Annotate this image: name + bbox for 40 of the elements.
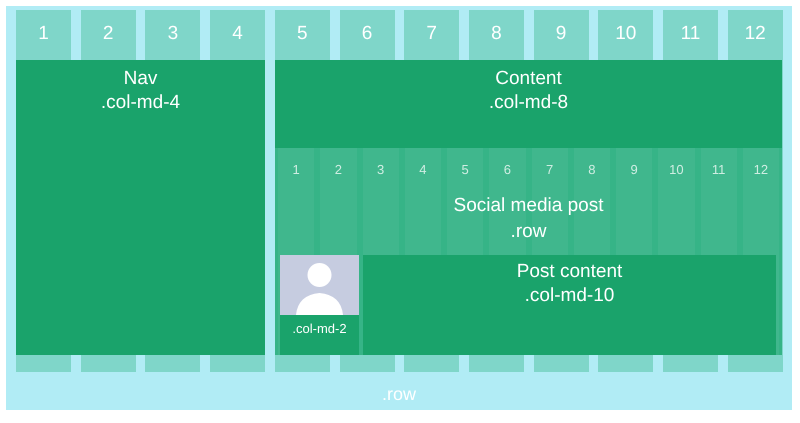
column-block xyxy=(275,60,782,355)
column-number: 4 xyxy=(419,162,426,177)
column-number: 12 xyxy=(744,23,766,45)
column-number: 6 xyxy=(504,162,511,177)
column-number: 11 xyxy=(712,162,726,177)
column-number: 8 xyxy=(588,162,596,177)
column-number: 10 xyxy=(669,162,684,177)
column-number: 7 xyxy=(546,162,554,177)
column-block xyxy=(16,60,265,355)
column-number: 12 xyxy=(754,162,768,177)
block-title: Social media post xyxy=(454,195,604,217)
class-name: .col-md-8 xyxy=(488,92,568,114)
column-number: 1 xyxy=(38,23,49,45)
column-number: 5 xyxy=(462,162,469,177)
block-title: Nav xyxy=(124,68,158,90)
column-number: 7 xyxy=(426,23,437,45)
row-container xyxy=(6,6,792,410)
column-number: 11 xyxy=(680,23,700,45)
column-number: 3 xyxy=(377,162,384,177)
column-number: 4 xyxy=(232,23,243,45)
column-number: 10 xyxy=(615,23,636,45)
row-label: .row xyxy=(382,383,416,405)
column-number: 5 xyxy=(297,23,308,45)
class-name: .col-md-10 xyxy=(524,285,614,307)
column-number: 1 xyxy=(292,162,300,177)
column-block xyxy=(280,255,359,355)
column-number: 2 xyxy=(102,23,114,45)
column-number: 8 xyxy=(491,23,502,45)
block-title: Post content xyxy=(516,261,622,283)
class-name: .col-md-4 xyxy=(100,92,180,114)
block-title: Content xyxy=(495,68,562,90)
column-number: 9 xyxy=(630,162,638,177)
column-number: 6 xyxy=(362,23,372,45)
class-name: .col-md-2 xyxy=(292,320,347,338)
nested-row xyxy=(275,148,782,355)
class-name: .row xyxy=(510,221,546,243)
column-number: 9 xyxy=(556,23,566,45)
column-number: 3 xyxy=(168,23,178,45)
column-number: 2 xyxy=(334,162,342,177)
column-block xyxy=(363,255,776,355)
